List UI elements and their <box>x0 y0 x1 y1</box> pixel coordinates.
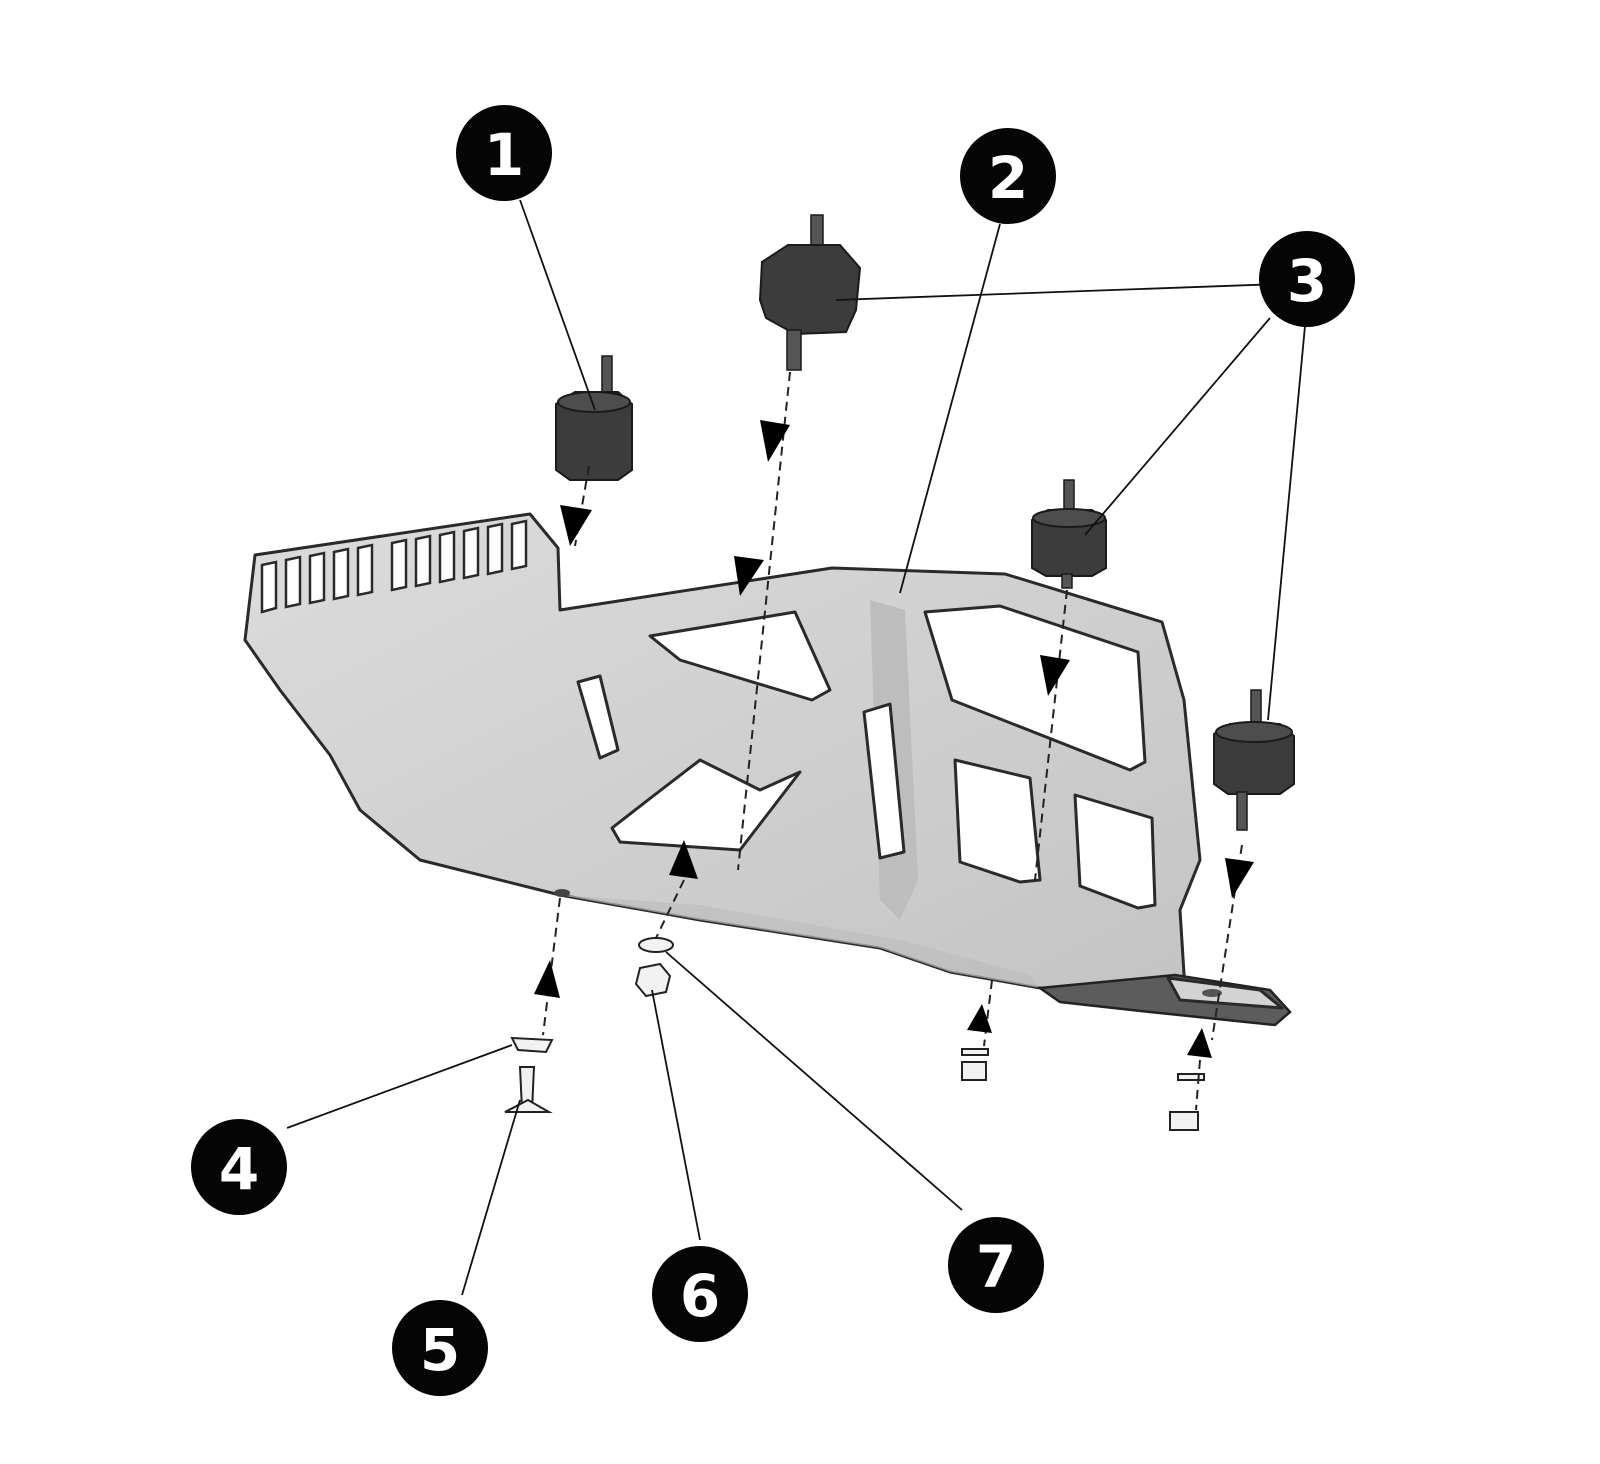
flat-washer <box>961 1048 989 1056</box>
callout-label: 3 <box>1287 247 1327 315</box>
callout-1: 1 <box>456 105 552 201</box>
flat-washer <box>638 937 674 953</box>
callout-label: 1 <box>484 121 524 189</box>
callout-3: 3 <box>1259 231 1355 327</box>
plate-cutout <box>1073 793 1157 910</box>
rubber-mount <box>1213 689 1295 831</box>
callout-label: 6 <box>680 1262 720 1330</box>
callout-label: 5 <box>420 1316 460 1384</box>
callout-4: 4 <box>191 1119 287 1215</box>
vent-slots <box>260 519 528 614</box>
callout-label: 2 <box>988 144 1028 212</box>
rubber-mount <box>758 214 862 371</box>
plate-cutout <box>648 610 832 702</box>
nyloc-nut <box>1169 1111 1199 1131</box>
callout-7: 7 <box>948 1217 1044 1313</box>
plate-cutout <box>576 674 620 760</box>
callout-label: 4 <box>219 1135 259 1203</box>
nyloc-nut <box>634 962 672 998</box>
plate-cutout <box>862 702 906 860</box>
rubber-mount <box>555 355 633 481</box>
assembly-paths <box>534 371 1254 1111</box>
flat-washer <box>1177 1073 1205 1081</box>
nyloc-nut <box>961 1061 987 1081</box>
callout-2: 2 <box>960 128 1056 224</box>
rubber-mount <box>1031 479 1107 589</box>
countersunk-bolt <box>504 1066 553 1113</box>
plate-scoop <box>610 758 802 852</box>
callout-5: 5 <box>392 1300 488 1396</box>
plate-cutout <box>953 758 1042 884</box>
countersunk-washer <box>510 1036 554 1054</box>
plate-cutout <box>923 604 1147 772</box>
callout-label: 7 <box>976 1233 1016 1301</box>
skid-plate <box>243 512 1292 1027</box>
leader-lines <box>286 199 1308 1296</box>
callout-6: 6 <box>652 1246 748 1342</box>
